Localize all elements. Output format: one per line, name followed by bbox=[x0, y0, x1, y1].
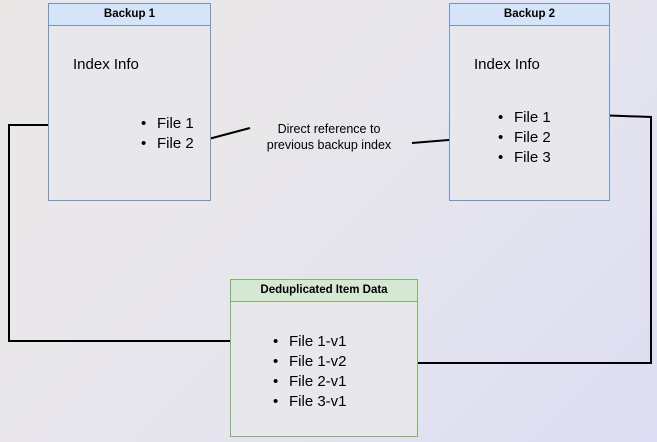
backup-2-file-list: File 1 File 2 File 3 bbox=[498, 108, 551, 168]
node-backup-2-header: Backup 2 bbox=[450, 4, 609, 26]
node-backup-2[interactable]: Backup 2 Index Info File 1 File 2 File 3 bbox=[449, 3, 610, 201]
list-item: File 1 bbox=[498, 108, 551, 128]
node-backup-1[interactable]: Backup 1 Index Info File 1 File 2 bbox=[48, 3, 211, 201]
deduplicated-file-list: File 1-v1 File 1-v2 File 2-v1 File 3-v1 bbox=[273, 332, 347, 412]
list-item: File 1-v1 bbox=[273, 332, 347, 352]
list-item: File 2-v1 bbox=[273, 372, 347, 392]
list-item: File 1-v2 bbox=[273, 352, 347, 372]
list-item: File 1 bbox=[141, 114, 194, 134]
backup-1-file-list: File 1 File 2 bbox=[141, 114, 194, 154]
node-deduplicated-item-data-header: Deduplicated Item Data bbox=[231, 280, 417, 302]
node-backup-1-header: Backup 1 bbox=[49, 4, 210, 26]
node-deduplicated-item-data-body: File 1-v1 File 1-v2 File 2-v1 File 3-v1 bbox=[231, 302, 417, 436]
node-backup-1-body: Index Info File 1 File 2 bbox=[49, 26, 210, 200]
edge-label-direct-reference: Direct reference to previous backup inde… bbox=[266, 122, 392, 152]
list-item: File 2 bbox=[141, 134, 194, 154]
list-item: File 3 bbox=[498, 148, 551, 168]
list-item: File 2 bbox=[498, 128, 551, 148]
backup-2-index-info-label: Index Info bbox=[474, 56, 540, 73]
node-deduplicated-item-data[interactable]: Deduplicated Item Data File 1-v1 File 1-… bbox=[230, 279, 418, 437]
backup-1-index-info-label: Index Info bbox=[73, 56, 139, 73]
node-backup-2-body: Index Info File 1 File 2 File 3 bbox=[450, 26, 609, 200]
list-item: File 3-v1 bbox=[273, 392, 347, 412]
